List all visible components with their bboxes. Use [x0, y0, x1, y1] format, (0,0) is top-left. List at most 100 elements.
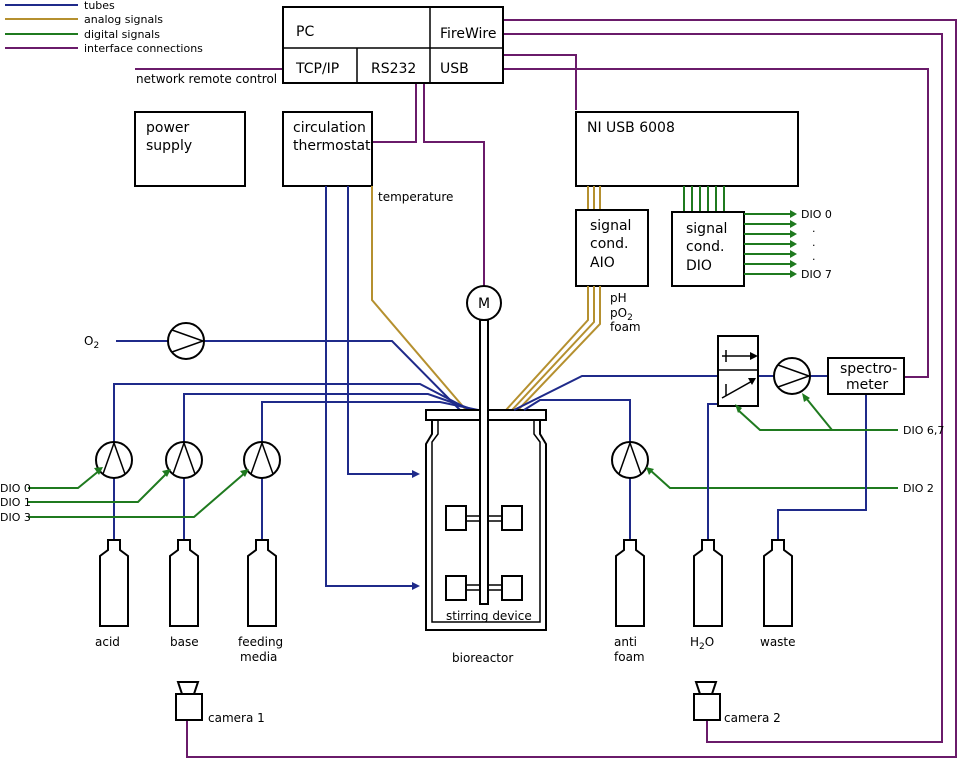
pc-box: PC FireWire TCP/IP RS232 USB — [282, 6, 504, 84]
h2o-label: H2O — [690, 635, 714, 652]
antifoam-label-1: anti — [614, 635, 637, 649]
dio0-label: DIO 0 — [0, 482, 31, 495]
dio3-feed-line — [28, 471, 247, 518]
svg-text:M: M — [478, 296, 490, 312]
acid-label: acid — [95, 635, 120, 649]
camera1-label: camera 1 — [208, 711, 265, 725]
usb-ni-line — [503, 54, 577, 110]
camera2-label: camera 2 — [724, 711, 781, 725]
dio0-acid-line — [28, 469, 101, 489]
dio67-label: DIO 6,7 — [903, 424, 944, 437]
interface-connections — [135, 19, 957, 758]
spectrometer-box: spectro- meter — [827, 357, 905, 395]
dio-7-out-label: DIO 7 — [801, 268, 832, 281]
antifoam-tube — [523, 399, 631, 442]
ph-label: pH — [610, 291, 627, 305]
valve-icon — [717, 335, 759, 407]
legend-interface-label: interface connections — [84, 42, 203, 55]
pc-title: PC — [296, 24, 314, 40]
camera2-icon — [693, 681, 721, 721]
svg-text:circulation: circulation — [293, 120, 366, 136]
feeding-tube — [261, 401, 479, 442]
svg-text:.: . — [812, 236, 816, 249]
feeding-label-2: media — [240, 650, 277, 664]
waste-tube — [777, 394, 867, 540]
o2-tube — [204, 340, 461, 411]
dio2-antifoam-line — [649, 469, 898, 489]
usb-spectrometer-line — [503, 68, 929, 378]
sample-tube — [513, 375, 718, 411]
feeding-pump-icon — [243, 440, 281, 479]
po2-label: pO2 — [610, 306, 633, 323]
svg-text:NI USB 6008: NI USB 6008 — [587, 120, 675, 136]
base-bottle-icon — [169, 539, 199, 627]
rs232-thermostat-line — [372, 83, 417, 143]
legend-tubes-label: tubes — [84, 0, 115, 12]
base-tube — [183, 393, 475, 442]
dio-output-lines — [744, 210, 797, 278]
thermostat-tube-bottom — [325, 186, 418, 587]
power-supply-box: power supply — [134, 111, 246, 187]
waste-label: waste — [760, 635, 796, 649]
pc-usb-port: USB — [440, 61, 469, 77]
dio1-base-line — [28, 471, 169, 503]
stirrer-shaft — [479, 319, 489, 605]
svg-text:AIO: AIO — [590, 255, 615, 271]
impeller-bottom — [445, 575, 523, 601]
svg-text:meter: meter — [846, 377, 888, 393]
o2-label: O2 — [84, 334, 99, 351]
base-label: base — [170, 635, 199, 649]
legend-analog-label: analog signals — [84, 13, 163, 26]
feeding-bottle-icon — [247, 539, 277, 627]
sample-pump-icon — [773, 357, 812, 395]
impeller-top — [445, 505, 523, 531]
network-remote-label: network remote control — [136, 72, 277, 86]
svg-text:.: . — [812, 222, 816, 235]
thermostat-tube-top — [347, 186, 418, 475]
legend-digital-label: digital signals — [84, 28, 160, 41]
dio-0-out-label: DIO 0 — [801, 208, 832, 221]
antifoam-label-2: foam — [614, 650, 645, 664]
ni-usb-box: NI USB 6008 — [575, 111, 799, 187]
svg-text:DIO: DIO — [686, 258, 712, 274]
motor-icon: M — [466, 285, 502, 321]
bioreactor-label: bioreactor — [452, 651, 513, 665]
h2o-bottle-icon — [693, 539, 723, 627]
dio67-valve-line — [737, 409, 898, 431]
svg-text:supply: supply — [146, 138, 192, 154]
pc-firewire-port: FireWire — [440, 26, 496, 42]
svg-text:signal: signal — [590, 218, 631, 234]
svg-text:thermostat: thermostat — [293, 138, 371, 154]
legend: tubes analog signals digital signals int… — [5, 0, 203, 55]
stirring-device-label: stirring device — [446, 609, 532, 623]
temperature-label: temperature — [378, 190, 453, 204]
dio67-pump-line — [805, 397, 833, 431]
feeding-label-1: feeding — [238, 635, 283, 649]
ni-aio-analog — [587, 186, 601, 210]
signal-cond-dio-box: signal cond. DIO — [671, 211, 745, 287]
h2o-tube — [707, 403, 718, 540]
thermostat-box: circulation thermostat — [282, 111, 373, 187]
acid-bottle-icon — [99, 539, 129, 627]
acid-tube — [113, 383, 471, 442]
dio2-label: DIO 2 — [903, 482, 934, 495]
dio1-label: DIO 1 — [0, 496, 31, 509]
svg-text:.: . — [812, 250, 816, 263]
camera1-icon — [175, 681, 203, 721]
dio3-label: DIO 3 — [0, 511, 31, 524]
foam-label: foam — [610, 320, 641, 334]
svg-text:spectro-: spectro- — [840, 361, 897, 377]
svg-text:signal: signal — [686, 221, 727, 237]
svg-text:cond.: cond. — [590, 236, 628, 252]
firewire-camera1-line — [186, 19, 957, 758]
svg-text:cond.: cond. — [686, 239, 724, 255]
svg-text:power: power — [146, 120, 190, 136]
antifoam-pump-icon — [611, 440, 649, 479]
base-pump-icon — [165, 440, 203, 479]
pc-rs232-port: RS232 — [371, 61, 416, 77]
firewire-camera2-line — [503, 33, 943, 743]
rs232-motor-line — [423, 83, 485, 287]
o2-pump-icon — [167, 322, 206, 360]
antifoam-bottle-icon — [615, 539, 645, 627]
